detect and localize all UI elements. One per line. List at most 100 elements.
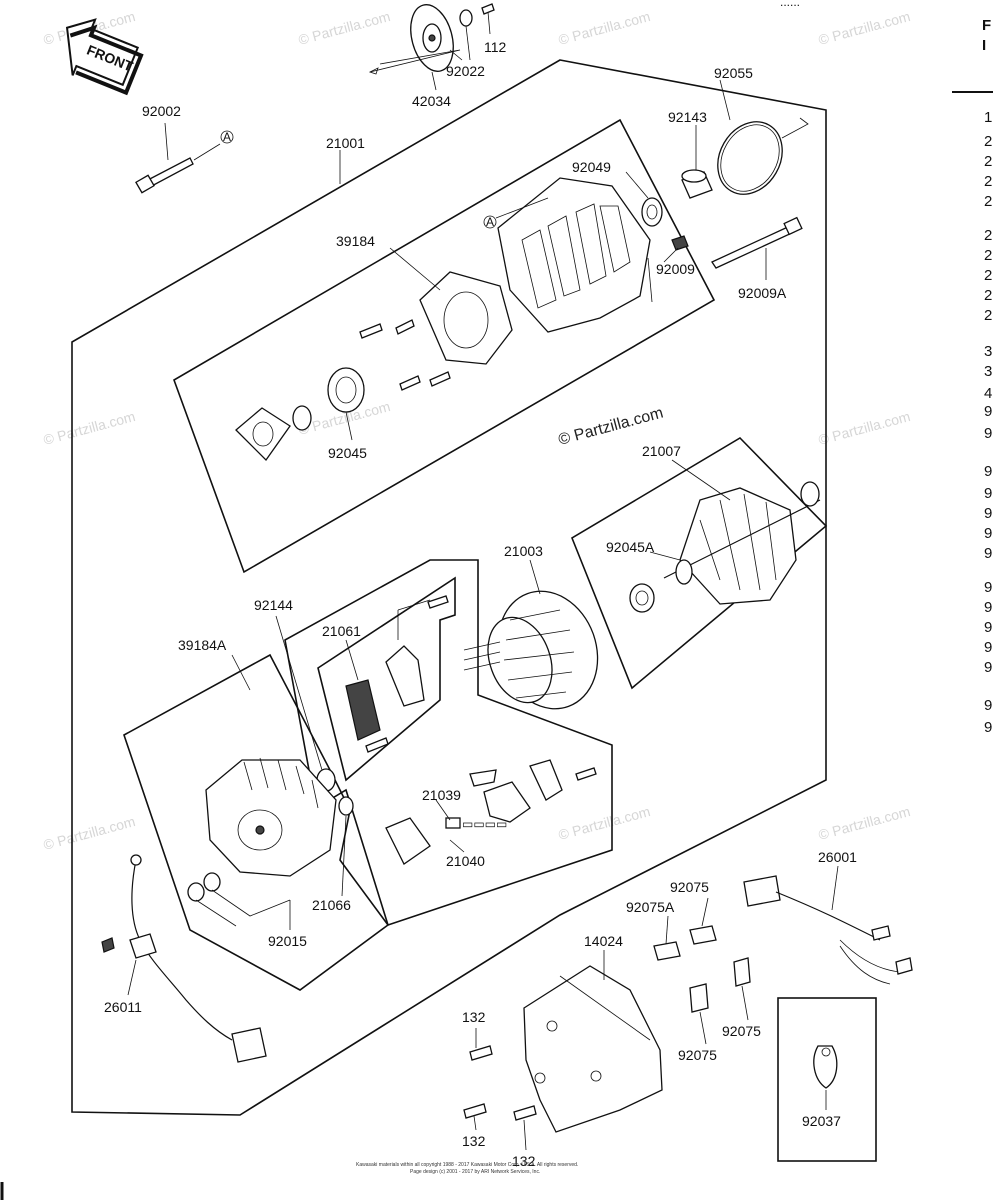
- edge-list-item: 2: [984, 227, 992, 244]
- watermark: © Partzilla.com: [557, 8, 652, 48]
- label-92143: 92143: [668, 109, 707, 125]
- label-21039: 21039: [422, 787, 461, 803]
- bushing-92015b: [187, 882, 205, 902]
- watermark: © Partzilla.com: [817, 408, 912, 448]
- edge-list-item: 4: [984, 385, 992, 402]
- rear-housing: A: [483, 177, 653, 333]
- bolt-92002: A: [135, 122, 234, 194]
- copyright-line1: Kawasaki materials within all copyright …: [356, 1162, 578, 1168]
- label-14024: 14024: [584, 933, 623, 949]
- bolt-92009A: [711, 216, 803, 269]
- label-21007: 21007: [642, 443, 681, 459]
- label-92075: 92075: [722, 1023, 761, 1039]
- label-132: 132: [512, 1153, 536, 1169]
- leader-lines: [127, 79, 839, 1151]
- brush-92075c: [733, 957, 751, 987]
- edge-list-item: 2: [984, 153, 992, 170]
- label-92037: 92037: [802, 1113, 841, 1129]
- clamp-92037: [813, 1045, 838, 1089]
- regulator-inner-box: [317, 576, 456, 782]
- brush-mark: ▭▭▭▭: [462, 817, 507, 831]
- label-21061: 21061: [322, 623, 361, 639]
- oring-92055: [717, 121, 783, 195]
- label-26011: 26011: [104, 999, 142, 1015]
- edge-list-item: 9: [984, 697, 992, 714]
- edge-list-item: 2: [984, 287, 992, 304]
- edge-list-item: 9: [984, 619, 992, 636]
- edge-list-item: 9: [984, 659, 992, 676]
- brush-92075A: [653, 941, 681, 961]
- bushing-92015a: [203, 872, 221, 892]
- edge-header: I: [982, 37, 986, 54]
- edge-list-item: 2: [984, 267, 992, 284]
- watermark: © Partzilla.com: [817, 8, 912, 48]
- label-92009A: 92009A: [738, 285, 787, 301]
- bearing-92045: [235, 367, 365, 462]
- plate-39184: [419, 271, 513, 365]
- brush-holder: ▭▭▭▭: [385, 759, 597, 865]
- label-92009: 92009: [656, 261, 695, 277]
- clamp-box: [777, 997, 877, 1162]
- watermark: © Partzilla.com: [42, 408, 137, 448]
- label-92049: 92049: [572, 159, 611, 175]
- edge-list-item: 3: [984, 343, 992, 360]
- cover-14024: [523, 965, 663, 1133]
- front-housing-39184A: [205, 757, 337, 877]
- label-92022: 92022: [446, 63, 485, 79]
- label-21001: 21001: [326, 135, 365, 151]
- label-21040: 21040: [446, 853, 485, 869]
- brush-92075: [689, 925, 717, 945]
- regulator-21061: [345, 595, 449, 753]
- label-92075: 92075: [670, 879, 709, 895]
- label-92015: 92015: [268, 933, 307, 949]
- label-26001: 26001: [818, 849, 857, 865]
- harness-26001: [743, 875, 913, 985]
- edge-list-item: 9: [984, 485, 992, 502]
- edge-list-item: 9: [984, 505, 992, 522]
- ref-marker: A: [223, 130, 231, 144]
- copyright-line2: Page design (c) 2001 - 2017 by ARI Netwo…: [410, 1169, 540, 1175]
- label-92002: 92002: [142, 103, 181, 119]
- rotor-21007: [663, 481, 821, 605]
- sleeve-92143: [681, 169, 713, 199]
- watermarks: © Partzilla.com © Partzilla.com © Partzi…: [42, 8, 912, 853]
- label-92045: 92045: [328, 445, 367, 461]
- screws-rear: [359, 319, 451, 391]
- edge-list-item: 2: [984, 247, 992, 264]
- watermark: © Partzilla.com: [817, 803, 912, 843]
- nut-92009: [671, 235, 689, 251]
- assembly-outline-21001: [71, 59, 827, 1116]
- pulley-42034: [368, 3, 495, 91]
- label-132: 132: [462, 1009, 486, 1025]
- edge-header: F: [982, 17, 991, 34]
- label-92055: 92055: [714, 65, 753, 81]
- label-21066: 21066: [312, 897, 351, 913]
- harness-26011: [101, 854, 267, 1063]
- edge-list-item: 9: [984, 463, 992, 480]
- edge-list-item: 9: [984, 525, 992, 542]
- bearing-92045A: [629, 583, 655, 613]
- label-92075A: 92075A: [626, 899, 675, 915]
- label-92075: 92075: [678, 1047, 717, 1063]
- front-cover-box: [123, 653, 390, 991]
- rotor-box: [571, 436, 828, 690]
- edge-list-item: 1: [984, 109, 992, 126]
- label-39184: 39184: [336, 233, 375, 249]
- edge-list-item: 2: [984, 173, 992, 190]
- ref-marker: A: [486, 215, 494, 229]
- ring-92049-inner: [646, 204, 658, 220]
- label-92045A: 92045A: [606, 539, 655, 555]
- edge-list-item: 3: [984, 363, 992, 380]
- stator-21003: [463, 590, 599, 710]
- edge-list-item: 2: [984, 133, 992, 150]
- label-21003: 21003: [504, 543, 543, 559]
- label-132: 132: [462, 1133, 486, 1149]
- brush-92075b: [689, 983, 709, 1013]
- edge-list-item: 2: [984, 307, 992, 324]
- header-fragment: ......: [780, 0, 800, 9]
- screw-132c: [513, 1105, 537, 1121]
- watermark: © Partzilla.com: [42, 813, 137, 853]
- bushing-21066: [338, 796, 354, 816]
